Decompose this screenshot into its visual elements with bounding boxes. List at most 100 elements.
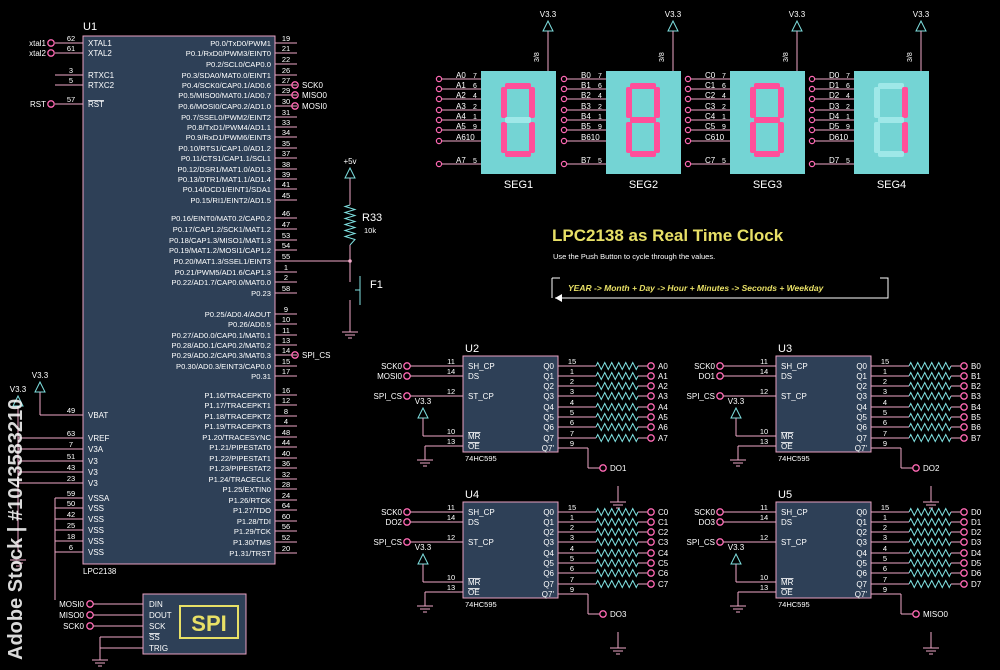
net-label: A0 — [658, 362, 668, 371]
pin-number: 28 — [282, 480, 290, 489]
pin-name: TRIG — [149, 644, 168, 653]
resistor-icon — [595, 558, 639, 568]
pin-name: P0.29/AD0.2/CAP0.3/MAT0.3 — [172, 351, 271, 360]
net-label: SPI_CS — [374, 538, 402, 547]
pin-name: P0.12/DSR1/MAT1.0/AD1.3 — [177, 165, 271, 174]
pin-name: MR — [781, 578, 794, 587]
net-label: MOSI0 — [59, 600, 84, 609]
net-terminal — [960, 569, 968, 577]
sr-part: 74HC595 — [465, 454, 497, 463]
net-label: MISO0 — [923, 610, 948, 619]
common-pin-number: 3/8 — [907, 52, 914, 62]
pin-number: 58 — [282, 284, 290, 293]
supply-arrow-icon — [34, 380, 46, 393]
pin-number: 7 — [473, 73, 477, 80]
seg-segment — [754, 151, 780, 157]
pin-number: 27 — [282, 76, 290, 85]
pin-number: 35 — [282, 139, 290, 148]
net-terminal — [435, 160, 443, 168]
pin-number: 26 — [282, 66, 290, 75]
seg-segment — [505, 83, 531, 89]
pin-number: 1 — [570, 367, 574, 376]
pin-name: P0.20/MAT1.3/SSEL1/EINT3 — [174, 257, 271, 266]
seg-segment — [878, 151, 904, 157]
pin-name: Q4 — [543, 549, 554, 558]
pin-number: 5 — [69, 76, 73, 85]
net-terminal — [435, 75, 443, 83]
cycle-text: YEAR -> Month + Day -> Hour + Minutes ->… — [568, 283, 825, 293]
net-terminal — [684, 126, 692, 134]
pin-name: P0.26/AD0.5 — [228, 320, 271, 329]
net-terminal — [647, 403, 655, 411]
net-label: D5 — [971, 559, 982, 568]
seg-segment — [874, 122, 880, 153]
sr-part: 74HC595 — [465, 600, 497, 609]
net-label: C0 — [658, 508, 669, 517]
pin-number: 12 — [760, 387, 768, 396]
pin-number: 15 — [881, 357, 889, 366]
resistor-icon — [908, 361, 952, 371]
pin-number: 7 — [570, 575, 574, 584]
net-label: C6 — [658, 569, 669, 578]
pin-number: 1 — [722, 114, 726, 121]
seg-pin-label: C610 — [705, 133, 725, 142]
pin-number: 37 — [282, 149, 290, 158]
u1-chip-body — [82, 35, 276, 565]
pin-number: 4 — [722, 93, 726, 100]
seg-name: SEG4 — [877, 179, 906, 191]
pin-name: V3 — [88, 457, 98, 466]
pin-name: XTAL2 — [88, 49, 112, 58]
pin-name: P0.28/AD0.1/CAP0.2/MAT0.2 — [172, 341, 271, 350]
net-terminal — [647, 508, 655, 516]
net-terminal — [716, 508, 724, 516]
pin-name: VSSA — [88, 494, 110, 503]
pin-number: 14 — [760, 367, 768, 376]
net-terminal — [960, 508, 968, 516]
pin-number: 2 — [473, 104, 477, 111]
resistor-icon — [595, 527, 639, 537]
net-label: DO3 — [699, 518, 716, 527]
pin-number: 5 — [883, 554, 887, 563]
net-terminal — [291, 102, 299, 110]
net-terminal — [716, 392, 724, 400]
sr-part: 74HC595 — [778, 454, 810, 463]
supply-arrow-icon — [542, 19, 554, 32]
pin-number: 20 — [282, 544, 290, 553]
seg-pin-label: B3 — [581, 102, 591, 111]
diagram-title: LPC2138 as Real Time Clock — [552, 226, 784, 245]
net-terminal — [647, 549, 655, 557]
sr-chip-body — [462, 501, 559, 599]
net-label: SCK0 — [302, 81, 323, 90]
net-terminal — [684, 106, 692, 114]
seg-pin-label: A7 — [456, 156, 466, 165]
pin-name: P0.22/AD1.7/CAP0.0/MAT0.0 — [172, 278, 271, 287]
pin-number: 2 — [883, 523, 887, 532]
pin-number: 12 — [282, 396, 290, 405]
net-terminal — [960, 518, 968, 526]
net-label: B1 — [971, 372, 981, 381]
net-label: C4 — [658, 549, 669, 558]
pin-number: 5 — [473, 158, 477, 165]
sr-ref: U5 — [778, 489, 792, 501]
pin-name: P0.31 — [251, 372, 271, 381]
pin-name: Q2 — [543, 528, 554, 537]
net-terminal — [684, 116, 692, 124]
resistor-icon — [908, 548, 952, 558]
pin-name: Q1 — [543, 372, 554, 381]
seg-pin-label: D7 — [829, 156, 840, 165]
pin-name: VSS — [88, 526, 104, 535]
pin-name: V3A — [88, 445, 104, 454]
net-terminal — [960, 382, 968, 390]
pin-number: 23 — [67, 474, 75, 483]
pin-number: 2 — [284, 273, 288, 282]
pin-name: P1.28/TDI — [237, 517, 271, 526]
seg-segment — [529, 87, 535, 118]
seg-segment — [626, 122, 632, 153]
net-terminal — [808, 75, 816, 83]
pin-name: Q1 — [856, 518, 867, 527]
net-label: MISO0 — [302, 91, 327, 100]
supply-label: V3.3 — [665, 10, 682, 19]
net-terminal — [647, 569, 655, 577]
pin-name: Q5 — [856, 559, 867, 568]
net-terminal — [684, 160, 692, 168]
